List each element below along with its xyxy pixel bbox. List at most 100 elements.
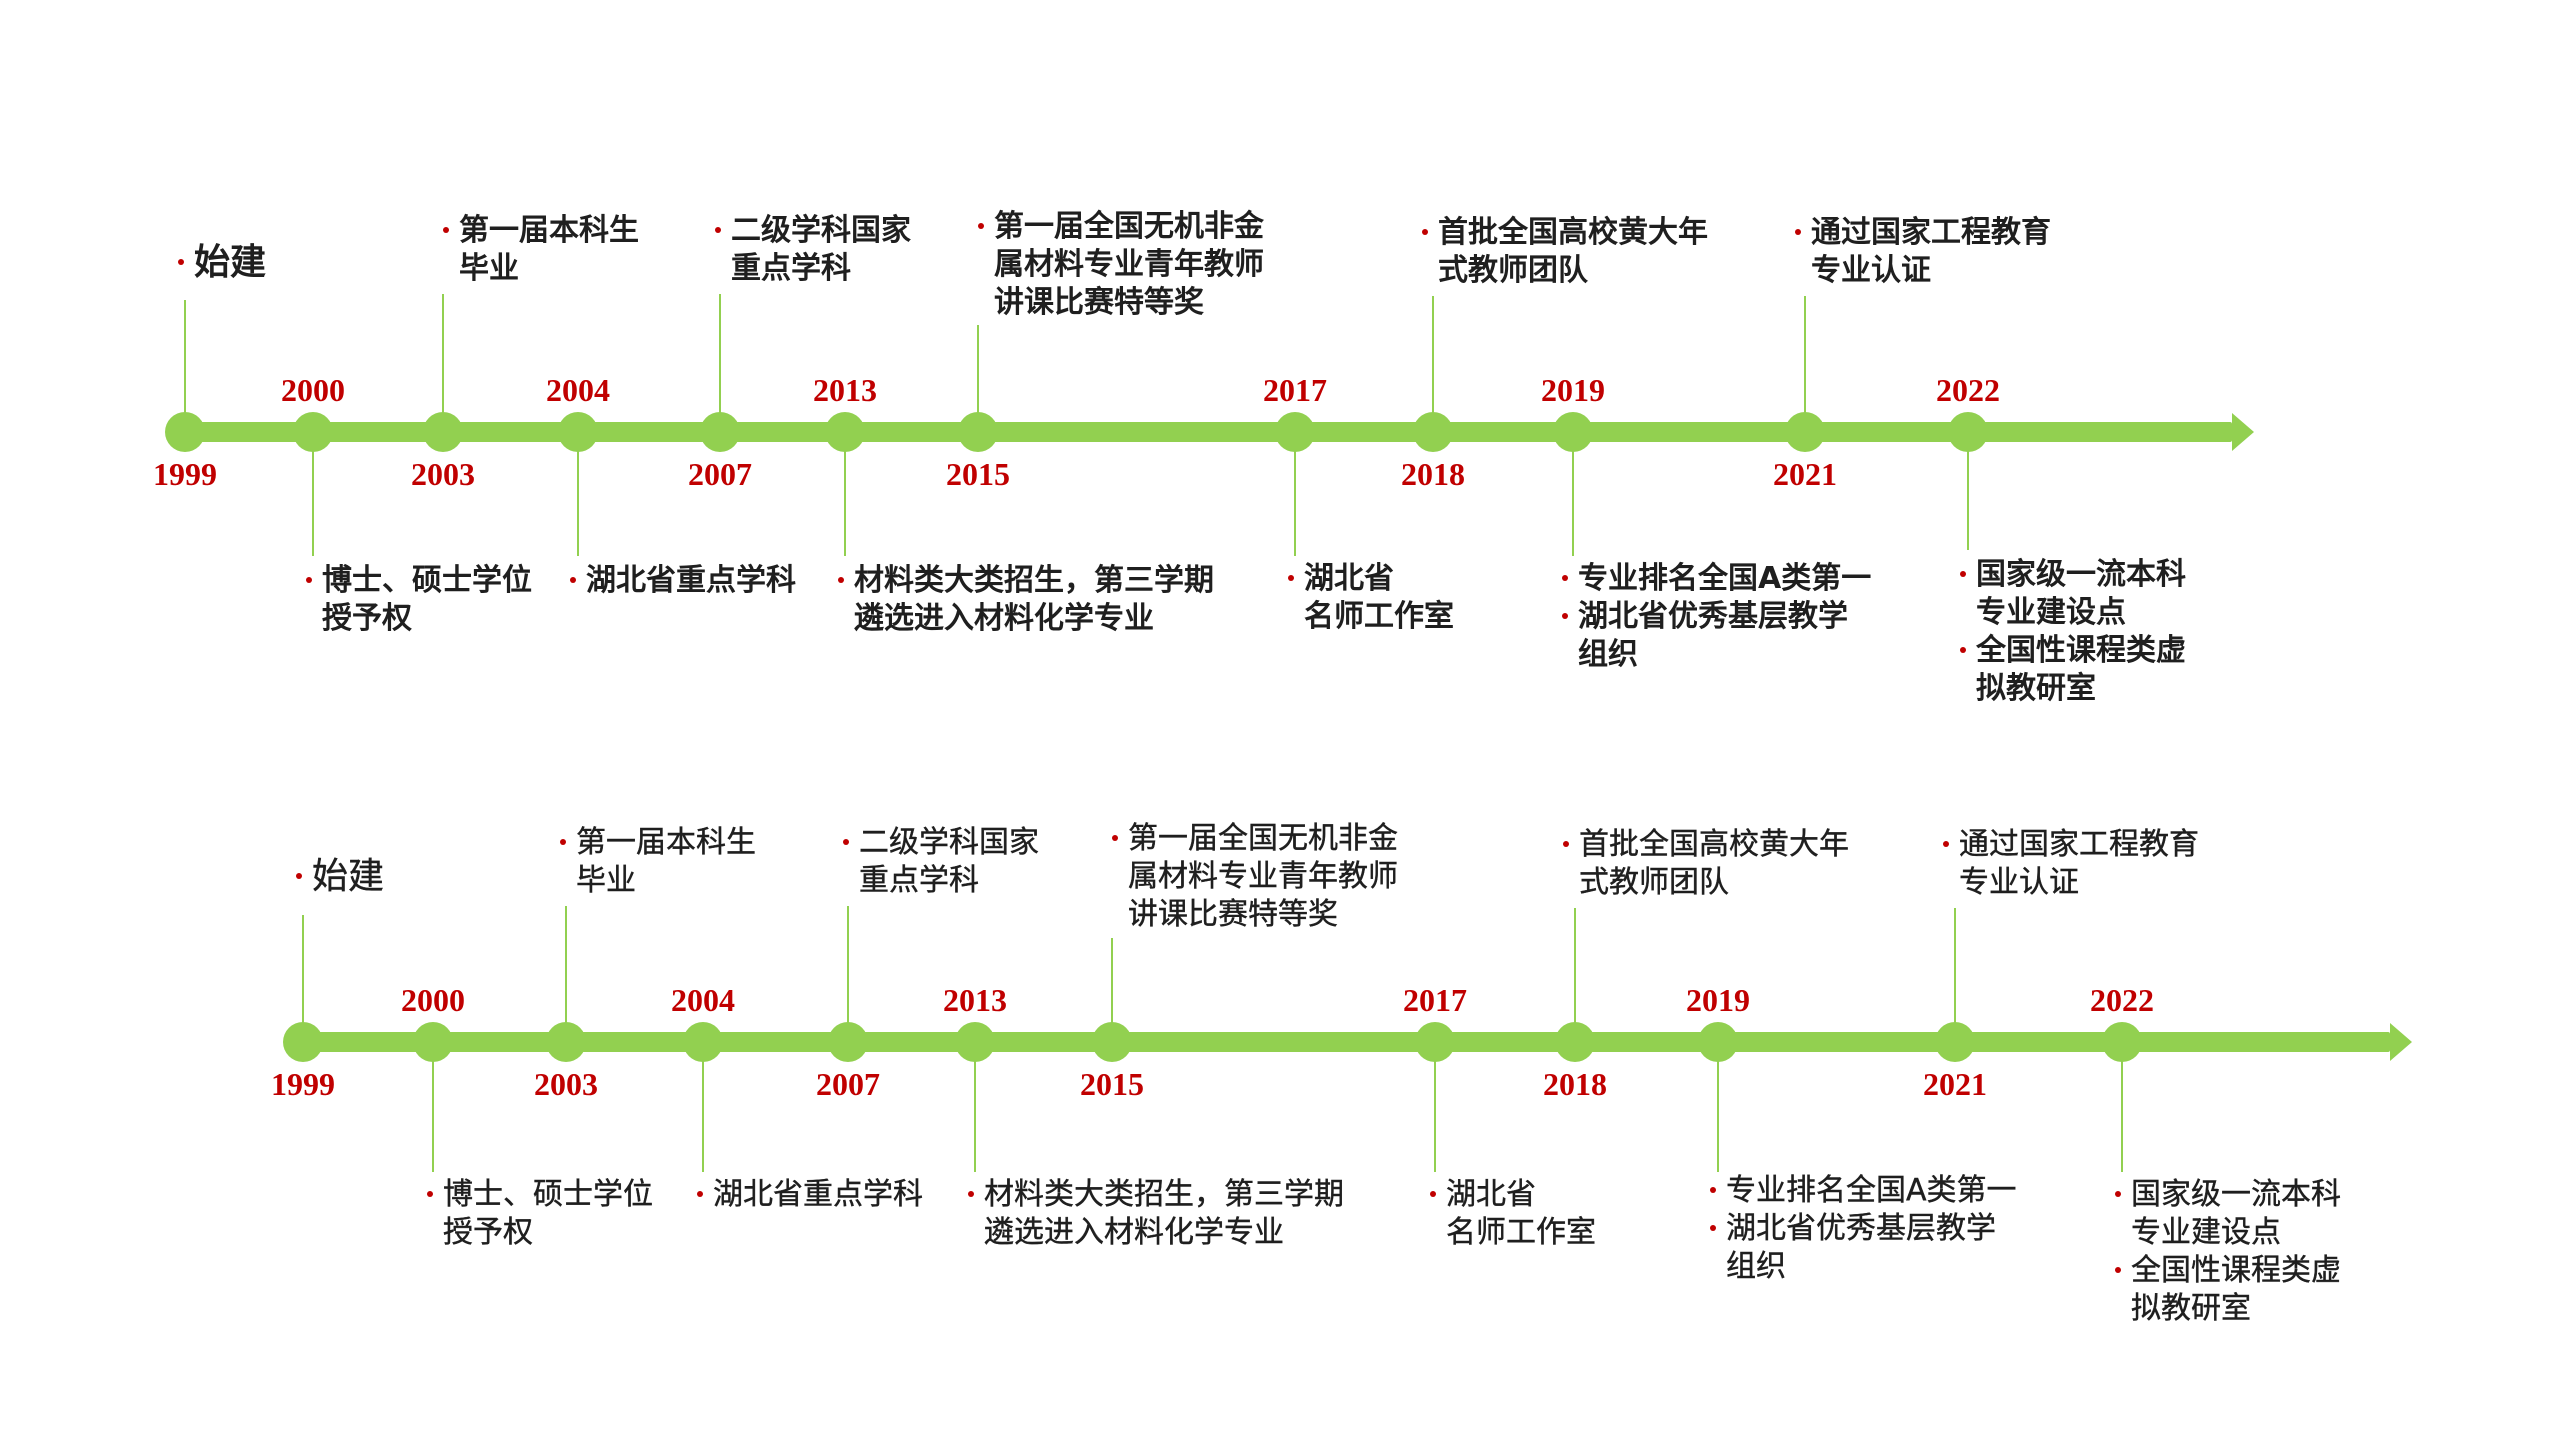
milestone-dot: [423, 412, 463, 452]
connector-line: [1111, 938, 1113, 1042]
milestone-dot: [1948, 412, 1988, 452]
event-key-discipline: 二级学科国家重点学科: [843, 824, 1039, 900]
event-text-line: 式教师团队: [1438, 253, 1588, 288]
event-founding: 始建: [296, 857, 384, 896]
year-label: 2004: [671, 982, 735, 1018]
event-text-line: 湖北省重点学科: [570, 562, 796, 600]
event-text-line: 湖北省: [1430, 1176, 1596, 1214]
event-text-line: 毕业: [459, 251, 519, 286]
axis-line: [288, 1032, 2390, 1052]
event-text-line: 毕业: [576, 863, 636, 898]
connector-line: [1574, 908, 1576, 1042]
event-degree-rights: 博士、硕士学位授予权: [306, 562, 532, 638]
event-text-line: 名师工作室: [1304, 599, 1454, 634]
event-certification: 通过国家工程教育专业认证: [1795, 214, 2051, 290]
arrow-head-icon: [2232, 413, 2254, 451]
milestone-dot: [293, 412, 333, 452]
event-hubei-key: 湖北省重点学科: [570, 562, 796, 600]
year-label: 2004: [546, 372, 610, 408]
event-text-line: 湖北省优秀基层教学: [1710, 1210, 1996, 1248]
milestone-dot: [413, 1022, 453, 1062]
event-text-line: 重点学科: [731, 251, 851, 286]
event-enrollment: 材料类大类招生，第三学期遴选进入材料化学专业: [838, 562, 1214, 638]
arrow-head-icon: [2390, 1023, 2412, 1061]
event-text-line: 国家级一流本科: [2115, 1176, 2341, 1214]
event-text-line: 组织: [1726, 1249, 1786, 1284]
event-ranking: 专业排名全国A类第一: [1562, 560, 1871, 598]
event-text-line: 专业认证: [1959, 865, 2079, 900]
event-hubei-key: 湖北省重点学科: [697, 1176, 923, 1214]
year-label: 2019: [1686, 982, 1750, 1018]
milestone-dot: [828, 1022, 868, 1062]
year-label: 1999: [153, 456, 217, 492]
event-text-line: 专业建设点: [2131, 1215, 2281, 1250]
year-label: 2007: [688, 456, 752, 492]
event-text-line: 第一届全国无机非金: [1112, 820, 1398, 858]
event-huang-team: 首批全国高校黄大年式教师团队: [1563, 826, 1849, 902]
year-label: 2022: [2090, 982, 2154, 1018]
milestone-dot: [1415, 1022, 1455, 1062]
connector-line: [719, 294, 721, 432]
event-first-class: 国家级一流本科专业建设点: [1960, 556, 2186, 632]
event-text-line: 始建: [296, 857, 384, 896]
event-text-line: 式教师团队: [1579, 865, 1729, 900]
year-label: 2017: [1403, 982, 1467, 1018]
event-text-line: 湖北省: [1288, 560, 1454, 598]
event-master-studio: 湖北省名师工作室: [1288, 560, 1454, 636]
connector-line: [847, 906, 849, 1042]
event-hubei-org: 湖北省优秀基层教学组织: [1710, 1210, 1996, 1286]
connector-line: [1717, 1042, 1719, 1172]
event-key-discipline: 二级学科国家重点学科: [715, 212, 911, 288]
event-text-line: 材料类大类招生，第三学期: [968, 1176, 1344, 1214]
event-text-line: 博士、硕士学位: [306, 562, 532, 600]
event-text-line: 专业认证: [1811, 253, 1931, 288]
event-huang-team: 首批全国高校黄大年式教师团队: [1422, 214, 1708, 290]
event-text-line: 第一届本科生: [560, 824, 756, 862]
year-label: 2007: [816, 1066, 880, 1102]
year-label: 2017: [1263, 372, 1327, 408]
event-text-line: 博士、硕士学位: [427, 1176, 653, 1214]
year-label: 2003: [534, 1066, 598, 1102]
milestone-dot: [1413, 412, 1453, 452]
connector-line: [302, 915, 304, 1042]
year-label: 2022: [1936, 372, 2000, 408]
event-text-line: 首批全国高校黄大年: [1422, 214, 1708, 252]
year-label: 1999: [271, 1066, 335, 1102]
milestone-dot: [1275, 412, 1315, 452]
event-master-studio: 湖北省名师工作室: [1430, 1176, 1596, 1252]
event-text-line: 始建: [178, 244, 266, 282]
milestone-dot: [283, 1022, 323, 1062]
connector-line: [1804, 296, 1806, 432]
event-teacher-award: 第一届全国无机非金属材料专业青年教师讲课比赛特等奖: [978, 208, 1264, 322]
event-virtual-lab: 全国性课程类虚拟教研室: [1960, 632, 2186, 708]
year-label: 2021: [1923, 1066, 1987, 1102]
connector-line: [977, 325, 979, 432]
milestone-dot: [955, 1022, 995, 1062]
milestone-dot: [1785, 412, 1825, 452]
year-label: 2013: [943, 982, 1007, 1018]
milestone-dot: [958, 412, 998, 452]
connector-line: [432, 1042, 434, 1172]
event-text-line: 二级学科国家: [715, 212, 911, 250]
connector-line: [2121, 1042, 2123, 1172]
event-founding: 始建: [178, 244, 266, 282]
event-text-line: 讲课比赛特等奖: [1128, 897, 1338, 932]
event-certification: 通过国家工程教育专业认证: [1943, 826, 2199, 902]
event-text-line: 重点学科: [859, 863, 979, 898]
event-text-line: 组织: [1578, 637, 1638, 672]
connector-line: [1967, 432, 1969, 550]
year-label: 2015: [946, 456, 1010, 492]
connector-line: [442, 294, 444, 432]
milestone-dot: [2102, 1022, 2142, 1062]
event-text-line: 专业排名全国A类第一: [1562, 560, 1871, 598]
year-label: 2021: [1773, 456, 1837, 492]
event-text-line: 拟教研室: [2131, 1291, 2251, 1326]
milestone-dot: [825, 412, 865, 452]
event-text-line: 授予权: [443, 1215, 533, 1250]
connector-line: [1432, 296, 1434, 432]
year-label: 2019: [1541, 372, 1605, 408]
event-text-line: 专业建设点: [1976, 595, 2126, 630]
event-text-line: 属材料专业青年教师: [1128, 859, 1398, 894]
event-text-line: 名师工作室: [1446, 1215, 1596, 1250]
